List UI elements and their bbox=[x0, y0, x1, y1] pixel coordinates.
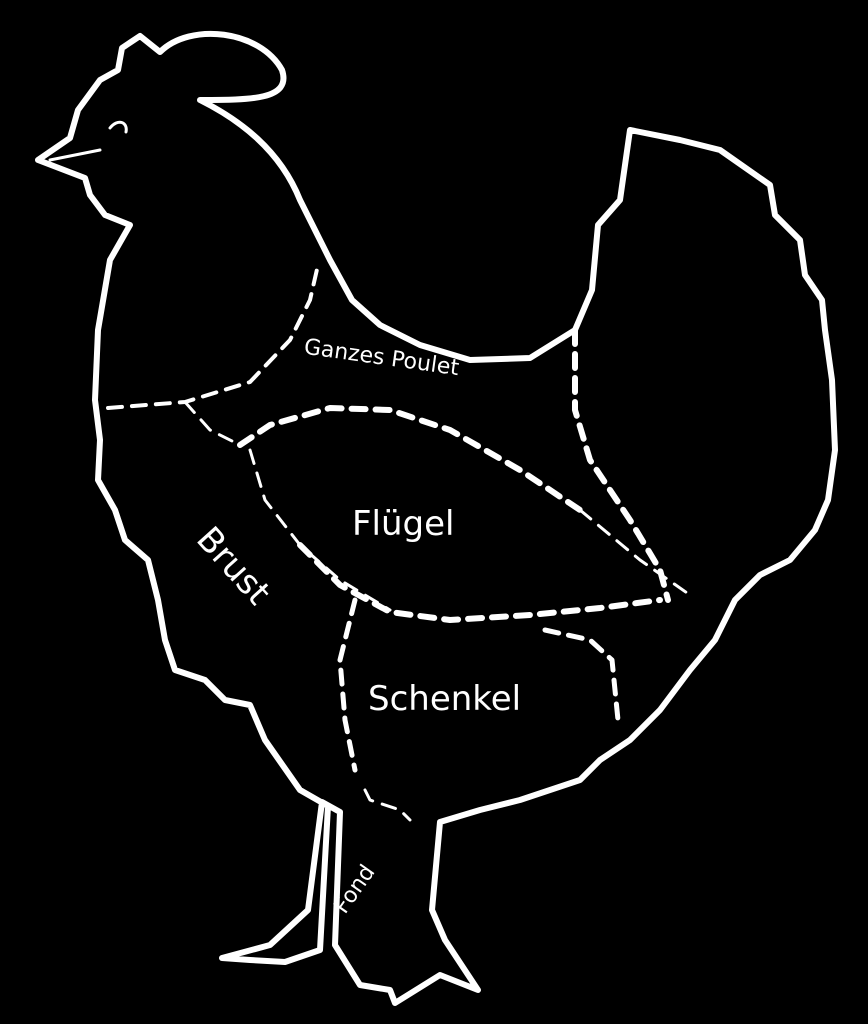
cut-lines bbox=[106, 263, 692, 822]
label-schenkel: Schenkel bbox=[368, 679, 521, 719]
beak-line bbox=[48, 148, 102, 162]
label-fluegel: Flügel bbox=[352, 504, 455, 544]
eye-icon bbox=[108, 120, 128, 134]
label-brust: Brust bbox=[188, 519, 278, 613]
chicken-outline bbox=[35, 30, 838, 1006]
label-ganzes-poulet: Ganzes Poulet bbox=[302, 335, 460, 382]
